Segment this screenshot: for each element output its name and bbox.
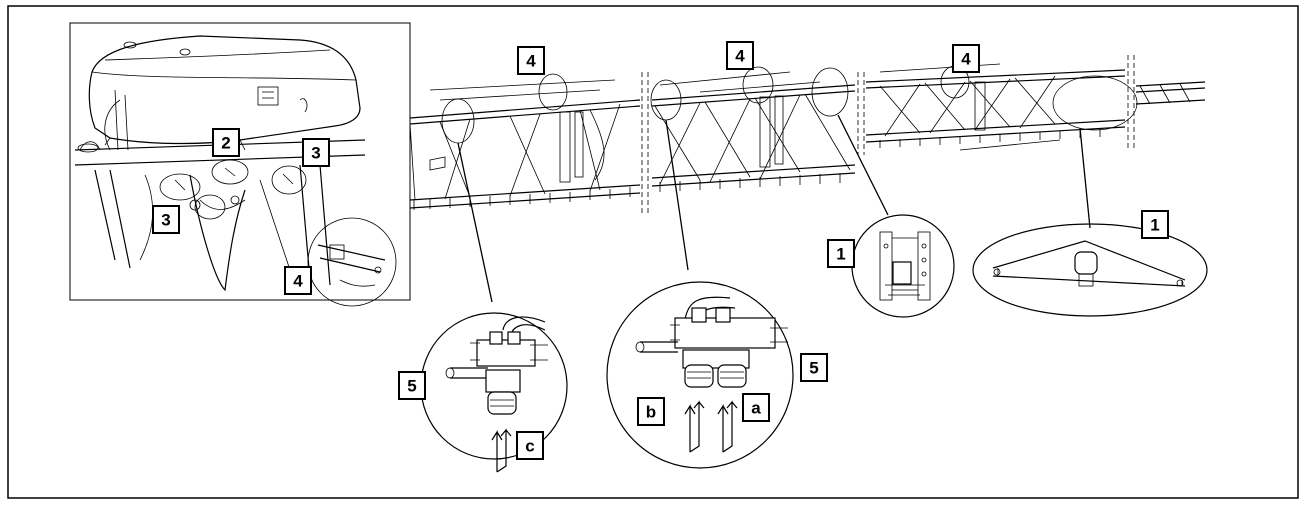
boom-section-middle — [651, 71, 856, 192]
callout-port-a: a — [742, 393, 770, 422]
callout-label: 4 — [961, 50, 971, 69]
boom-section-outer — [865, 63, 1126, 151]
detail-1-wide — [972, 223, 1208, 317]
callout-port-b: b — [637, 397, 665, 426]
callout-label: 3 — [311, 144, 320, 163]
callout-label: 5 — [407, 377, 416, 396]
detail-5-left — [420, 312, 568, 473]
callout-tank-3-left: 3 — [152, 205, 180, 234]
detail-1-small — [851, 214, 955, 318]
callout-label: a — [751, 399, 761, 418]
callout-label: b — [646, 403, 656, 422]
callout-label: 4 — [526, 52, 536, 71]
callout-boom-4-a: 4 — [517, 46, 545, 75]
boom-tip — [1135, 81, 1206, 105]
callout-label: 1 — [1150, 216, 1159, 235]
callout-tank-4: 4 — [284, 266, 312, 295]
callout-detail-5-right: 5 — [800, 353, 828, 382]
callout-label: 4 — [735, 47, 745, 66]
inset-frame — [69, 22, 411, 301]
callout-port-c: c — [516, 431, 544, 460]
boom-section-inner — [409, 79, 641, 210]
callout-detail-5-left: 5 — [398, 371, 426, 400]
outer-frame — [7, 5, 1299, 499]
callout-detail-1-left: 1 — [827, 239, 855, 268]
callout-tank-3-right: 3 — [302, 138, 330, 167]
callout-label: 4 — [293, 272, 303, 291]
detail-5-right — [606, 281, 794, 469]
callout-label: c — [525, 437, 534, 456]
callout-boom-4-c: 4 — [952, 44, 980, 73]
callout-boom-4-b: 4 — [726, 41, 754, 70]
tank-chassis-inset — [69, 22, 411, 307]
callout-label: 3 — [161, 211, 170, 230]
callout-detail-1-right: 1 — [1141, 210, 1169, 239]
callout-tank-2: 2 — [212, 128, 240, 157]
callout-label: 1 — [836, 245, 845, 264]
callout-label: 2 — [221, 134, 230, 153]
callout-label: 5 — [809, 359, 818, 378]
